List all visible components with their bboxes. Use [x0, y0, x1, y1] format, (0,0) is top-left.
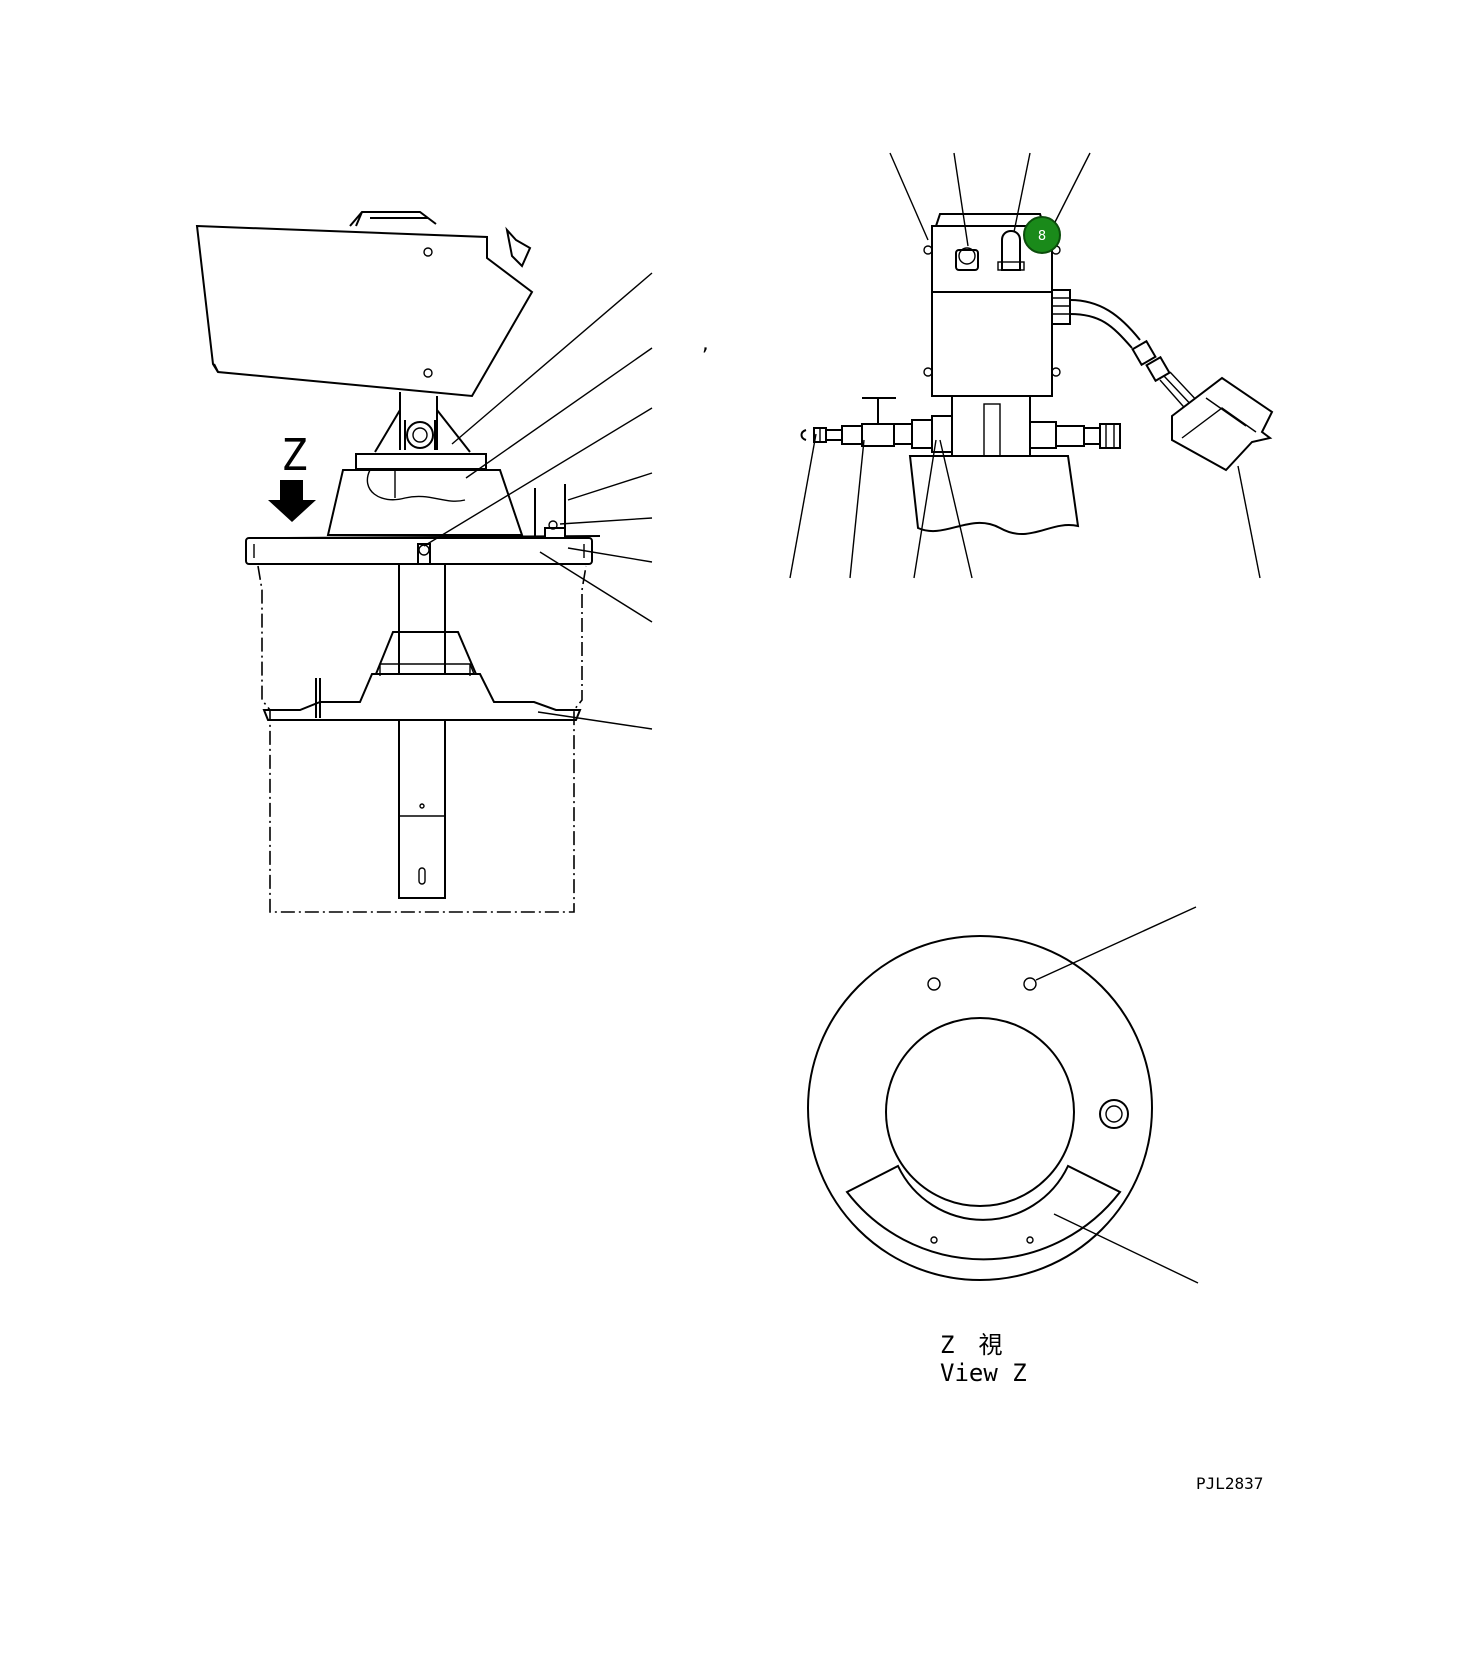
view-z-plan: [807, 906, 1199, 1284]
side-view-leaders: [423, 272, 653, 730]
stray-mark: ,: [700, 334, 711, 355]
pump-head-view: [789, 152, 1274, 579]
drawing-code: PJL2837: [1196, 1474, 1263, 1493]
follower-plate: [262, 631, 582, 721]
callout-badge-8[interactable]: 8: [1023, 216, 1061, 254]
view-z-letter: Z: [281, 430, 308, 481]
view-z-kanji-caption: Z 視: [940, 1331, 1002, 1359]
side-view-assembly: Z: [195, 211, 653, 913]
motor-housing: [195, 211, 534, 398]
view-z-english-caption: View Z: [940, 1359, 1027, 1387]
pump-base: [326, 453, 524, 536]
pump-neck: [374, 392, 471, 453]
suction-tube: [398, 563, 446, 899]
view-z-arrow: Z: [268, 430, 316, 522]
grease-pail-outline: [257, 565, 587, 913]
callout-circle: [1023, 216, 1061, 254]
callout-number: 8: [1038, 229, 1046, 244]
